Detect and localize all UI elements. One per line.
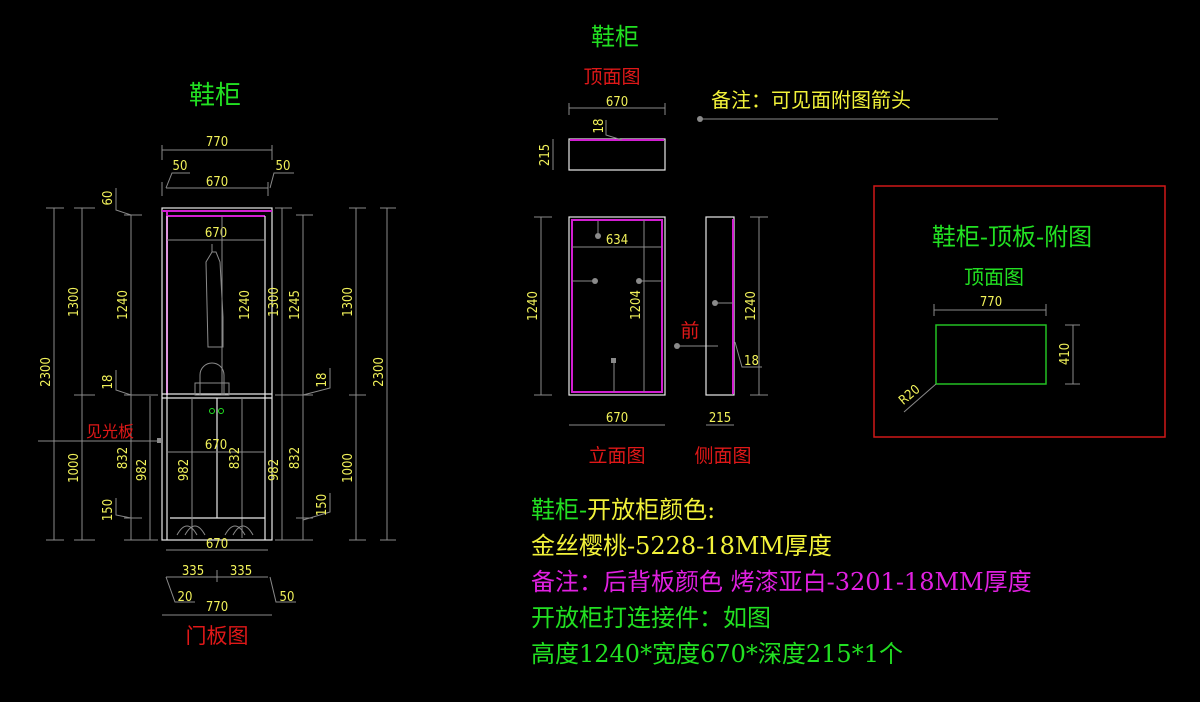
middle-title: 鞋柜 [591, 23, 639, 51]
dim-mid-door-center: 832 [228, 447, 243, 469]
top-dim-width: 670 [606, 95, 628, 110]
open-cabinet-views: 鞋柜 顶面图 670 18 215 备注：可见面附图箭头 634 1204 12… [526, 23, 998, 467]
dim-right-total: 2300 [372, 357, 387, 387]
note-heading-rest: 开放柜颜色: [587, 496, 716, 524]
dim-side-right: 50 [276, 159, 291, 174]
dim-gap-right: 50 [280, 590, 295, 605]
top-dim-thickness: 18 [592, 119, 607, 134]
front-view-caption: 立面图 [588, 445, 645, 467]
door-handle-icon [218, 408, 224, 414]
dim-left-base: 150 [101, 499, 116, 521]
front-view-outline [568, 216, 666, 396]
note-dimensions: 高度1240*宽度670*深度215*1个 [531, 640, 903, 668]
note-heading-prefix: 鞋柜- [531, 496, 588, 524]
front-dim-height: 1240 [526, 291, 541, 321]
coat-icon [205, 244, 224, 348]
shoes-icon [176, 525, 254, 536]
dim-right-door: 832 [288, 447, 303, 469]
cabinet-outline [161, 207, 273, 541]
front-dim-width: 670 [606, 411, 628, 426]
dim-left-open: 1240 [116, 290, 131, 320]
dim-upper-inner-width: 670 [205, 226, 227, 241]
dim-left-total: 2300 [39, 357, 54, 387]
dim-right-upper-a: 1300 [267, 287, 282, 317]
note-back-panel: 备注：后背板颜色 烤漆亚白-3201-18MM厚度 [531, 568, 1032, 596]
dim-right-shelf: 18 [315, 373, 330, 388]
side-view-caption: 侧面图 [694, 445, 751, 467]
dim-left-lower: 1000 [67, 453, 82, 483]
dim-right-upper-b: 1300 [341, 287, 356, 317]
dim-gap-left: 20 [178, 590, 193, 605]
note-connector: 开放柜打连接件：如图 [531, 604, 771, 632]
note-color-heading: 鞋柜-开放柜颜色: [531, 492, 1032, 528]
front-indicator-label: 前 [680, 320, 699, 342]
top-panel-outline [935, 324, 1047, 385]
dim-left-upper: 1300 [67, 287, 82, 317]
left-cabinet-view: 鞋柜 770 670 50 50 670 [38, 81, 396, 648]
dim-door-left: 335 [182, 564, 204, 579]
notes-block: 鞋柜-开放柜颜色: 金丝樱桃-5228-18MM厚度 备注：后背板颜色 烤漆亚白… [531, 492, 1032, 672]
detail-frame [873, 185, 1166, 438]
front-dim-inner-height: 1204 [629, 290, 644, 320]
visible-panel-callout: 见光板 [86, 422, 134, 441]
top-dim-depth: 215 [538, 144, 553, 166]
detail-subtitle: 顶面图 [964, 265, 1024, 289]
dim-side-left: 50 [173, 159, 188, 174]
dim-top-offset: 60 [101, 191, 116, 206]
detail-dim-depth: 410 [1058, 343, 1073, 365]
side-dim-thickness: 18 [744, 354, 759, 369]
detail-dim-radius: R20 [896, 382, 923, 408]
detail-dim-width: 770 [980, 295, 1002, 310]
dim-left-door-full: 982 [135, 459, 150, 481]
dim-inner-width: 670 [206, 175, 228, 190]
top-view-outline [568, 138, 666, 171]
dim-left-door: 832 [116, 447, 131, 469]
dim-mid-open: 1240 [238, 290, 253, 320]
side-dim-height: 1240 [744, 291, 759, 321]
dim-bottom-width: 670 [206, 537, 228, 552]
dim-overall-width: 770 [206, 135, 228, 150]
side-dim-depth: 215 [709, 411, 731, 426]
side-view-outline [705, 216, 735, 396]
dim-left-shelf: 18 [101, 375, 116, 390]
top-view-caption: 顶面图 [583, 66, 640, 88]
dim-door-right: 335 [230, 564, 252, 579]
handbag-icon [194, 362, 230, 396]
note-color-spec: 金丝樱桃-5228-18MM厚度 [531, 532, 832, 560]
dim-mid-door-left: 982 [177, 459, 192, 481]
detail-title: 鞋柜-顶板-附图 [932, 223, 1092, 251]
dim-right-open: 1245 [288, 290, 303, 320]
dim-mid-door-right: 982 [267, 459, 282, 481]
door-panel-caption: 门板图 [186, 624, 249, 648]
dim-lower-inner-width: 670 [205, 438, 227, 453]
dim-bottom-overall: 770 [206, 600, 228, 615]
visible-face-note: 备注：可见面附图箭头 [711, 88, 911, 112]
front-dim-inner-width: 634 [606, 233, 628, 248]
top-panel-detail: 鞋柜-顶板-附图 顶面图 770 410 R20 [873, 185, 1166, 438]
dim-right-lower: 1000 [341, 453, 356, 483]
door-handle-icon [209, 408, 215, 414]
left-title: 鞋柜 [189, 81, 241, 111]
dim-right-base: 150 [315, 494, 330, 516]
